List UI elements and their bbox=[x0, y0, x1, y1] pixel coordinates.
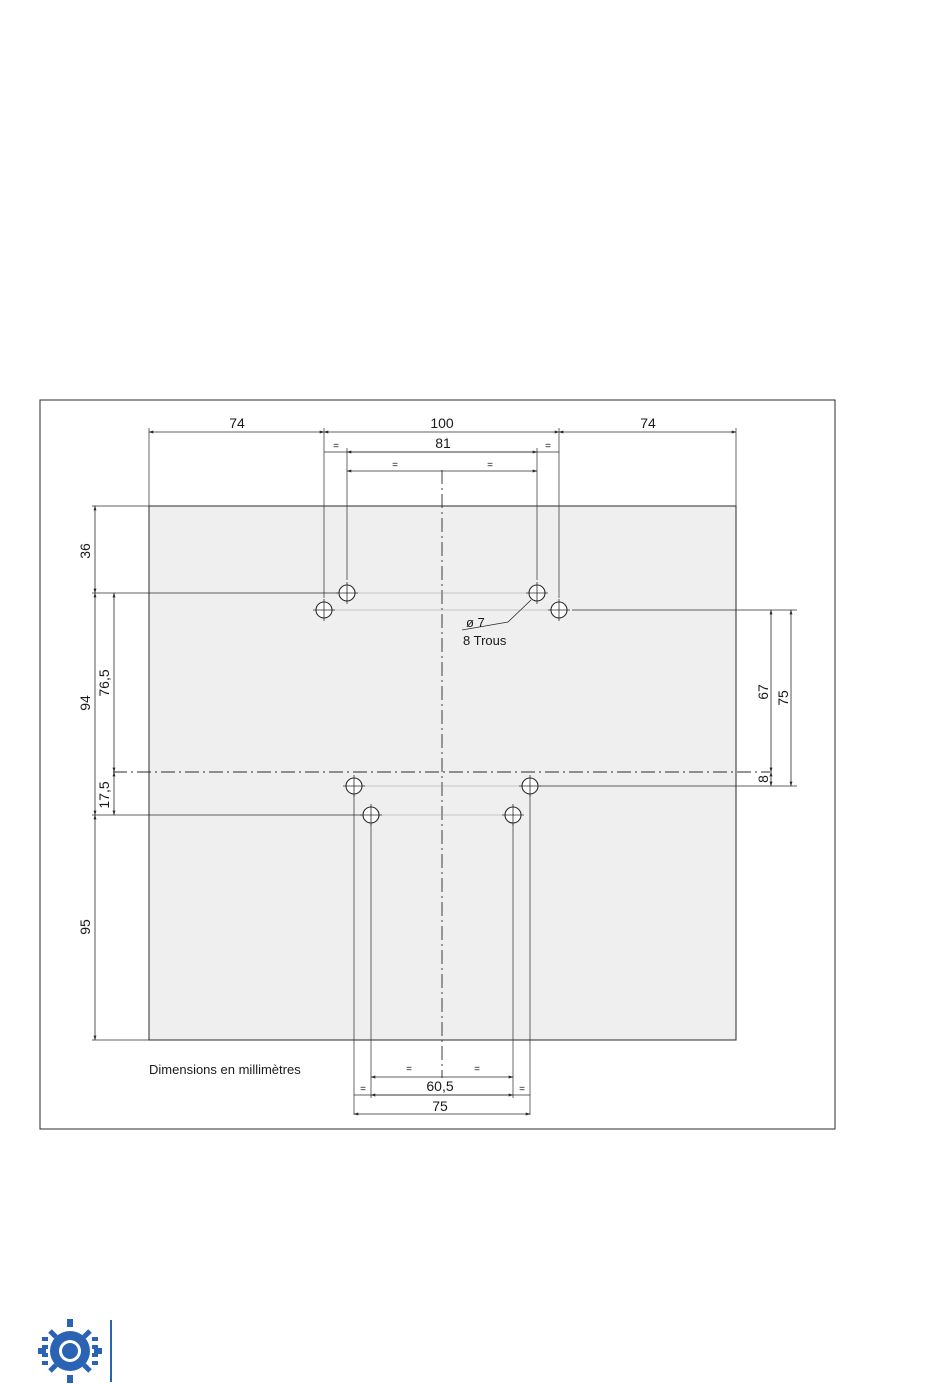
hole-diameter-label: ø 7 bbox=[466, 615, 485, 630]
dim-top-left: 74 bbox=[229, 415, 245, 431]
dim-left-76-5: 76,5 bbox=[96, 669, 112, 696]
equal-mark: = bbox=[487, 460, 493, 471]
equal-mark: = bbox=[545, 441, 551, 452]
logo-divider bbox=[110, 1320, 112, 1382]
dim-right-67: 67 bbox=[755, 684, 771, 700]
equal-mark: = bbox=[519, 1084, 525, 1095]
units-note: Dimensions en millimètres bbox=[149, 1062, 301, 1077]
gear-logo-icon bbox=[38, 1319, 102, 1383]
dim-right-75: 75 bbox=[775, 690, 791, 706]
hole-count-label: 8 Trous bbox=[463, 633, 507, 648]
equal-mark: = bbox=[406, 1064, 412, 1075]
equal-mark: = bbox=[360, 1084, 366, 1095]
dim-left-17-5: 17,5 bbox=[96, 781, 112, 808]
dim-left-94: 94 bbox=[77, 695, 93, 711]
dim-top-middle: 100 bbox=[430, 415, 454, 431]
panel-outline bbox=[149, 506, 736, 1040]
equal-mark: = bbox=[392, 460, 398, 471]
dim-bottom-inner: 60,5 bbox=[426, 1078, 453, 1094]
equal-mark: = bbox=[474, 1064, 480, 1075]
dim-top-right: 74 bbox=[640, 415, 656, 431]
dim-bottom-outer: 75 bbox=[432, 1098, 448, 1114]
equal-mark: = bbox=[333, 441, 339, 452]
dim-left-36: 36 bbox=[77, 543, 93, 559]
dim-top-inner: 81 bbox=[435, 435, 451, 451]
dim-left-95: 95 bbox=[77, 919, 93, 935]
dim-right-8: 8 bbox=[755, 775, 771, 783]
